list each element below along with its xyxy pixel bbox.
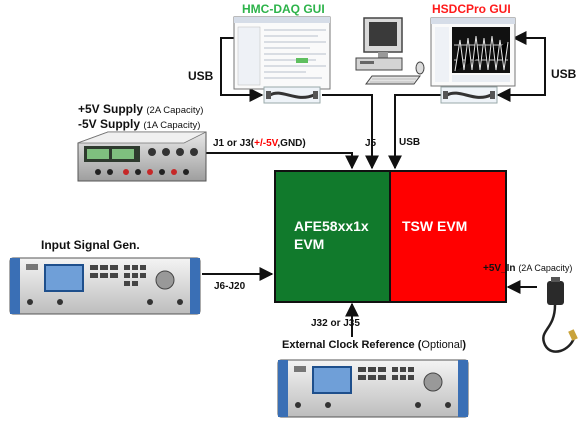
- usb-right-line: [496, 31, 546, 102]
- supply-negative-label: -5V Supply (1A Capacity): [78, 117, 200, 131]
- host-computer: [355, 17, 425, 85]
- supply-positive-capacity: (2A Capacity): [146, 105, 204, 116]
- j5-label: J5: [365, 138, 377, 149]
- j32-j35-label: J32 or J35: [311, 318, 360, 329]
- usb-right-label: USB: [551, 67, 577, 81]
- hmc-daq-gui-title: HMC-DAQ GUI: [242, 2, 325, 16]
- hmc-daq-gui-window: [233, 16, 331, 90]
- usb-cable-right: [440, 86, 498, 104]
- power-in-text: +5V_In: [483, 263, 516, 274]
- wall-power-adapter: [542, 277, 578, 353]
- supply-positive-text: +5V Supply: [78, 102, 144, 116]
- j1-voltage: +/-5V: [254, 138, 278, 149]
- input-signal-gen-label: Input Signal Gen.: [41, 238, 140, 252]
- clock-reference-instrument: [277, 359, 469, 418]
- supply-line: [204, 152, 359, 170]
- j1-prefix: J1 or J3(: [213, 138, 255, 149]
- ext-clock-label: External Clock Reference (Optional): [282, 339, 466, 351]
- usb-mid-label: USB: [399, 137, 421, 148]
- j6-j20-label: J6-J20: [214, 281, 246, 292]
- hsdcpro-gui-title: HSDCPro GUI: [432, 2, 511, 16]
- usb-left-label: USB: [188, 69, 214, 83]
- input-signal-generator: [9, 257, 201, 315]
- usb-cable-left: [263, 86, 321, 104]
- power-in-label: +5V_In (2A Capacity): [483, 263, 572, 274]
- afe-evm-title-line1: AFE58xx1x: [294, 218, 369, 234]
- supply-positive-label: +5V Supply (2A Capacity): [78, 102, 203, 116]
- power-supply-unit: [77, 131, 207, 182]
- usb-mid-line: [388, 94, 445, 170]
- tsw-evm-block: [389, 170, 507, 303]
- hsdcpro-gui-window: [430, 17, 516, 87]
- supply-negative-text: -5V Supply: [78, 117, 141, 131]
- ext-clock-text: External Clock Reference (: [282, 339, 422, 351]
- afe-evm-block: [274, 170, 392, 303]
- j1-j3-label: J1 or J3(+/-5V,GND): [213, 138, 306, 149]
- power-in-capacity: (2A Capacity): [518, 263, 573, 273]
- ext-clock-optional: Optional: [421, 339, 463, 351]
- afe-evm-title-line2: EVM: [294, 236, 325, 252]
- supply-negative-capacity: (1A Capacity): [143, 120, 201, 131]
- j1-suffix: ,GND): [277, 138, 306, 149]
- j5-line: [322, 94, 379, 170]
- ext-clock-close: ): [462, 339, 467, 351]
- tsw-evm-title: TSW EVM: [402, 218, 468, 234]
